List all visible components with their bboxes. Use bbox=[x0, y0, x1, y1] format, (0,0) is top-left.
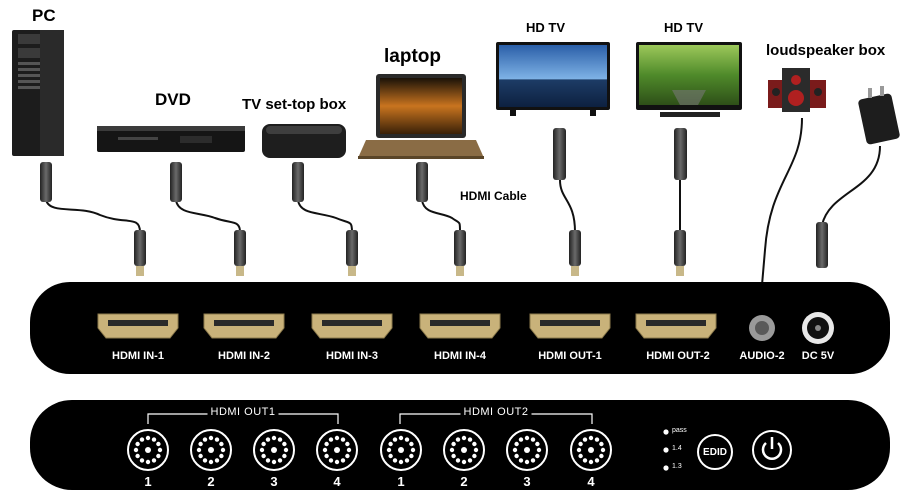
selector-button-5[interactable] bbox=[380, 429, 422, 471]
dvd-label: DVD bbox=[155, 90, 191, 109]
upper-plugs bbox=[40, 128, 828, 268]
selector-button-4[interactable] bbox=[316, 429, 358, 471]
selector-buttons bbox=[127, 429, 612, 471]
led-label-13: 1.3 bbox=[672, 463, 682, 470]
selector-button-8[interactable] bbox=[570, 429, 612, 471]
edid-button[interactable]: EDID bbox=[697, 434, 733, 470]
selector-button-1[interactable] bbox=[127, 429, 169, 471]
pc-illustration bbox=[12, 30, 64, 156]
led-label-pass: pass bbox=[672, 427, 687, 434]
selector-button-2[interactable] bbox=[190, 429, 232, 471]
port-label-in2: HDMI IN-2 bbox=[218, 350, 270, 362]
stb-label: TV set-top box bbox=[242, 96, 347, 113]
front-panel bbox=[30, 400, 890, 490]
button-number: 3 bbox=[523, 474, 531, 489]
speaker-label: loudspeaker box bbox=[766, 42, 886, 59]
selector-button-3[interactable] bbox=[253, 429, 295, 471]
cables bbox=[45, 117, 881, 286]
button-number: 4 bbox=[587, 474, 595, 489]
power-icon bbox=[752, 430, 792, 470]
port-label-out1: HDMI OUT-1 bbox=[538, 350, 602, 362]
led-label-14: 1.4 bbox=[672, 445, 682, 452]
port-label-in3: HDMI IN-3 bbox=[326, 350, 378, 362]
port-label-out2: HDMI OUT-2 bbox=[646, 350, 710, 362]
port-label-in1: HDMI IN-1 bbox=[112, 350, 164, 362]
group-label-out2: HDMI OUT2 bbox=[460, 406, 532, 418]
tv1-illustration bbox=[496, 42, 610, 116]
button-number: 2 bbox=[207, 474, 215, 489]
button-number: 4 bbox=[333, 474, 341, 489]
tv2-label: HD TV bbox=[664, 20, 703, 35]
tv2-illustration bbox=[636, 42, 742, 117]
stb-illustration bbox=[262, 124, 346, 158]
laptop-label: laptop bbox=[384, 46, 441, 67]
port-label-in4: HDMI IN-4 bbox=[434, 350, 486, 362]
pc-label: PC bbox=[32, 6, 56, 25]
button-number: 1 bbox=[144, 474, 152, 489]
selector-button-6[interactable] bbox=[443, 429, 485, 471]
audio-label: AUDIO-2 bbox=[739, 350, 785, 362]
lower-plugs bbox=[134, 230, 686, 276]
button-number: 1 bbox=[397, 474, 405, 489]
laptop-illustration bbox=[358, 74, 484, 159]
button-number: 2 bbox=[460, 474, 468, 489]
dvd-illustration bbox=[97, 126, 245, 152]
dc-label: DC 5V bbox=[801, 350, 835, 362]
tv1-label: HD TV bbox=[526, 20, 565, 35]
power-adapter-illustration bbox=[858, 86, 900, 145]
cable-label: HDMI Cable bbox=[460, 189, 527, 203]
selector-button-7[interactable] bbox=[506, 429, 548, 471]
group-label-out1: HDMI OUT1 bbox=[207, 406, 279, 418]
button-number: 3 bbox=[270, 474, 278, 489]
speaker-illustration bbox=[768, 68, 826, 112]
